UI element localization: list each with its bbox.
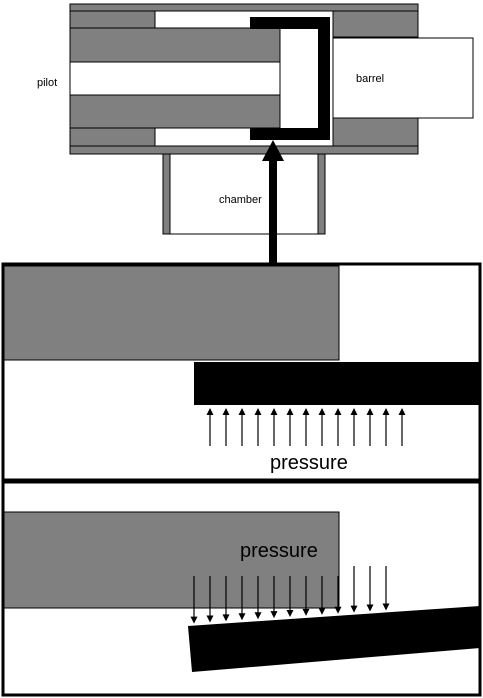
pressure-arrow (382, 566, 390, 611)
detail-panel-closed: pressure (1, 262, 482, 482)
zoom-arrow (262, 140, 284, 264)
pressure-arrow (254, 408, 262, 446)
pressure-label-open: pressure (240, 540, 318, 562)
pressure-arrow (334, 408, 342, 446)
pressure-label-closed: pressure (270, 452, 348, 474)
pilot-wall-gray (3, 265, 340, 361)
poppet-black-deflected (188, 606, 480, 672)
pilot-lower-body (69, 94, 281, 129)
pressure-arrow (270, 408, 278, 446)
chamber-label: chamber (219, 194, 262, 206)
detail-panel-open: pressure (1, 480, 482, 697)
bottom-wall-right (332, 117, 419, 147)
valve-assembly: pilot barrel chamber (37, 3, 474, 235)
pressure-arrow (318, 576, 326, 615)
chamber-wall-left (162, 153, 171, 235)
pressure-arrow (286, 408, 294, 446)
pressure-arrow (350, 408, 358, 446)
piston-poppet (250, 17, 330, 140)
barrel-label: barrel (356, 73, 384, 85)
pressure-arrow (222, 408, 230, 446)
pilot-upper-body (69, 27, 281, 63)
top-wall-right (332, 10, 419, 38)
pressure-arrow (222, 576, 230, 622)
pressure-arrow (206, 576, 214, 623)
pressure-arrow (302, 576, 310, 616)
pilot-bore (69, 61, 281, 96)
pressure-arrow (206, 408, 214, 446)
pressure-arrow (398, 408, 406, 446)
top-wall-strip (69, 3, 419, 12)
pressure-arrow (366, 408, 374, 446)
chamber-wall-right (317, 153, 326, 235)
pressure-arrow (190, 576, 198, 624)
top-wall-left (69, 10, 156, 29)
pressure-arrow (286, 576, 294, 618)
pressure-arrows-up (206, 408, 406, 446)
bottom-wall-left (69, 127, 156, 147)
pressure-arrow (238, 408, 246, 446)
pressure-arrow (254, 576, 262, 620)
pressure-arrow (270, 576, 278, 619)
pressure-arrow (334, 576, 342, 614)
bottom-wall-strip (69, 145, 419, 155)
pressure-arrow (382, 408, 390, 446)
pilot-label: pilot (37, 77, 57, 89)
barrel-tube (332, 37, 474, 119)
poppet-black-flat (194, 362, 480, 405)
pressure-arrow (302, 408, 310, 446)
pressure-arrow (350, 566, 358, 613)
pressure-arrow (366, 566, 374, 612)
pressure-arrow (238, 576, 246, 621)
pressure-arrows-down (190, 566, 390, 624)
pressure-arrow (318, 408, 326, 446)
chamber-body (169, 153, 319, 235)
pilot-wall-gray (3, 511, 340, 609)
